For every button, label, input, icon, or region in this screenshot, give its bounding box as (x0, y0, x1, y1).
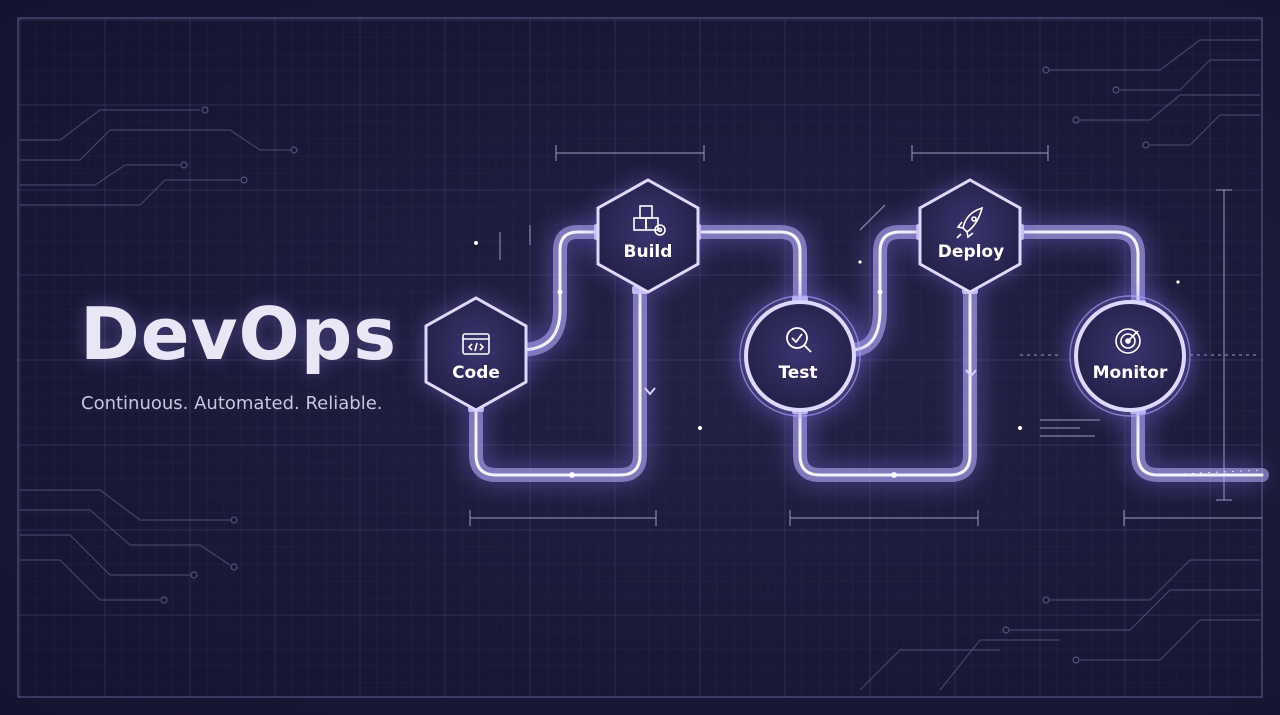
stage-label: Build (624, 242, 673, 262)
pipeline-stages: Code Build (424, 178, 1192, 418)
circuit-pads (160, 66, 1150, 664)
stage-label: Deploy (938, 242, 1004, 262)
stage-label: Test (778, 363, 817, 383)
stage-build: Build (596, 178, 700, 294)
code-window-icon (462, 333, 490, 355)
stage-monitor: Monitor (1068, 294, 1192, 418)
rocket-icon (956, 206, 984, 239)
radar-icon (1115, 328, 1141, 354)
tagline: Continuous. Automated. Reliable. (81, 393, 383, 414)
outer-frame (17, 17, 1263, 698)
circuit-traces (20, 39, 1260, 691)
page-title: DevOps (80, 292, 398, 376)
stage-test: Test (738, 294, 862, 418)
cubes-gear-icon (633, 205, 666, 236)
dimension-markers (469, 145, 1262, 526)
stage-deploy: Deploy (918, 178, 1022, 294)
magnifier-check-icon (786, 327, 812, 353)
stage-label: Code (452, 363, 500, 383)
stage-label: Monitor (1093, 363, 1168, 383)
stage-code: Code (424, 296, 528, 412)
